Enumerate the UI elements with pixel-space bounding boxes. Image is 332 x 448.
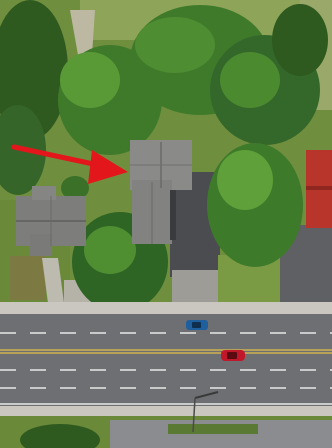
red-arrow	[11, 144, 128, 184]
center-line	[0, 349, 332, 354]
sidewalk-south	[0, 406, 332, 416]
south-tree	[20, 424, 100, 448]
left-house	[16, 186, 86, 256]
top-dirt-path	[70, 10, 95, 55]
south-median	[168, 424, 258, 434]
lower-lot	[172, 270, 220, 303]
red-building-ridge	[306, 186, 332, 190]
lane-markings	[0, 332, 332, 389]
red-car-window	[227, 352, 237, 359]
streetlight-shadow	[192, 397, 196, 433]
blue-car-window	[192, 322, 201, 328]
sidewalk-north	[0, 302, 332, 314]
left-gravel-yard	[10, 256, 46, 300]
target-house	[130, 140, 192, 244]
streetlight-pole	[194, 391, 219, 399]
left-driveway	[42, 258, 64, 303]
tree-canopy	[0, 0, 328, 312]
road	[0, 314, 332, 406]
